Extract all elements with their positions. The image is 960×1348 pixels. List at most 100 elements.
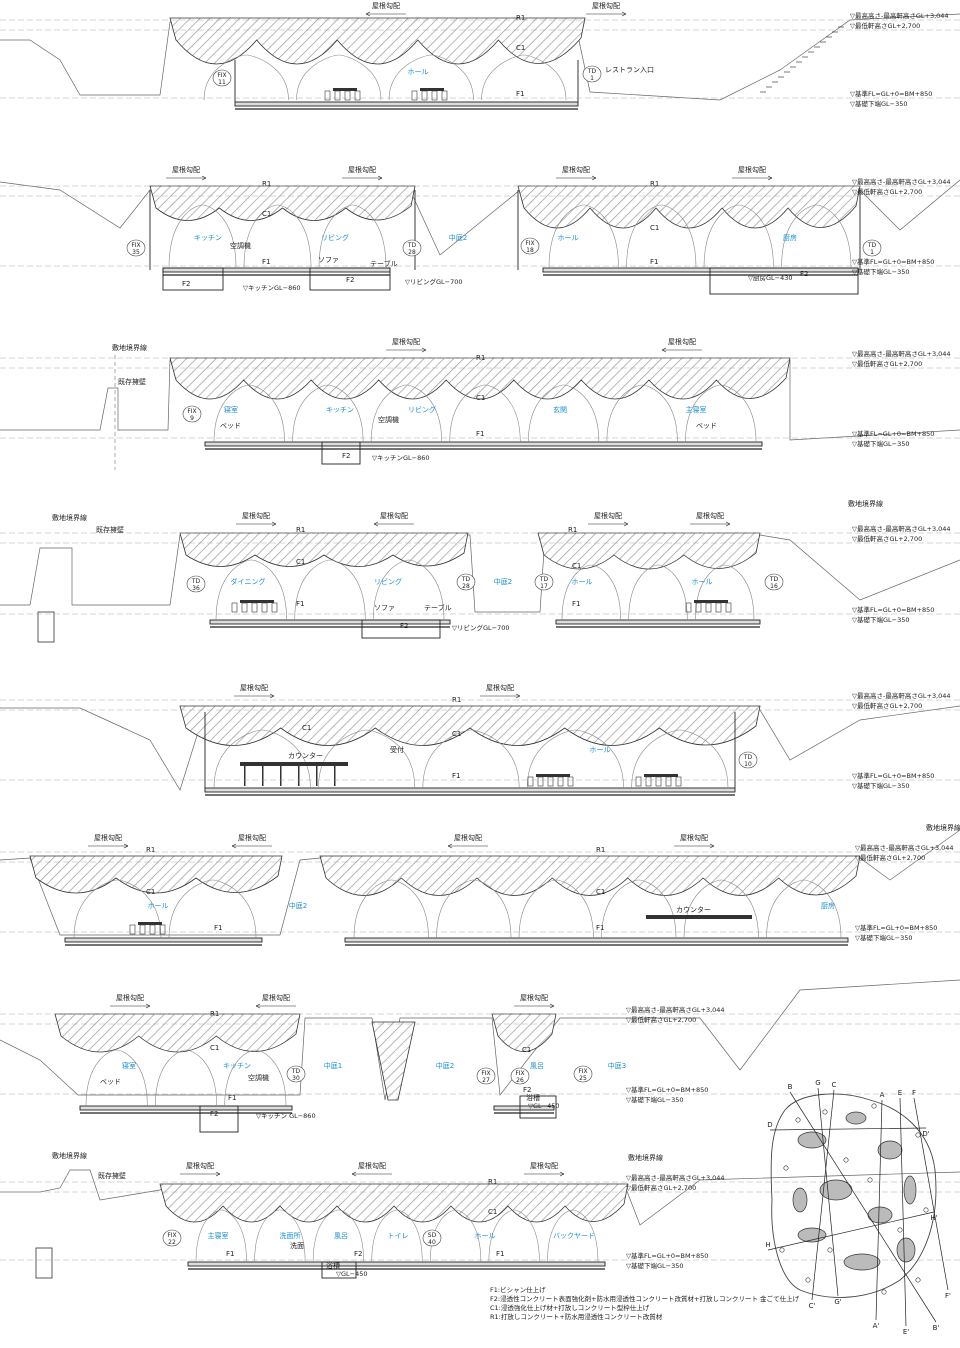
drawing-line	[123, 843, 129, 847]
cave-arch	[526, 729, 624, 789]
roof-slope-label: 屋根勾配	[262, 993, 290, 1002]
material-label: R1	[296, 526, 305, 534]
door-tag	[162, 1229, 182, 1247]
material-label: C1	[488, 1208, 497, 1216]
material-label: ベッド	[696, 422, 717, 430]
cave-arch	[224, 1049, 287, 1107]
cave-arch	[318, 729, 416, 789]
material-label: 空調機	[378, 415, 399, 424]
door-tag	[582, 65, 602, 83]
legend-line: R1:打放しコンクリート+防水用浸透性コンクリート改質材	[490, 1312, 663, 1321]
material-label: ソファ	[374, 604, 395, 612]
door-number: 11	[218, 79, 226, 86]
finish-legend: F1:ビシャン仕上げF2:浸透性コンクリート表面強化剤+防水用浸透性コンクリート…	[490, 1285, 800, 1321]
door-type: SD	[428, 1232, 437, 1239]
chair	[567, 776, 574, 787]
door-type: FIX	[481, 1070, 490, 1077]
floor-slab	[187, 1261, 606, 1267]
cave-arch	[371, 1209, 423, 1263]
material-label: ソファ	[318, 256, 339, 264]
section-cut-label: B'	[933, 1324, 940, 1332]
room-label: 中庭2	[436, 1061, 454, 1070]
material-label: 浴槽	[526, 1093, 540, 1102]
drawing-line	[767, 175, 773, 179]
drawing-line	[591, 177, 597, 181]
cave-arch	[213, 384, 285, 443]
counter-leg	[244, 766, 246, 786]
door-number: 26	[516, 1077, 524, 1084]
room-label: ダイニング	[231, 577, 266, 586]
drawing-line	[365, 13, 371, 17]
cave-arch	[312, 1209, 365, 1263]
room-label: ホール	[148, 902, 169, 910]
level-mark: ▽基準FL=GL+0=BM+850	[855, 923, 937, 932]
chair	[271, 602, 278, 613]
room-label: トイレ	[388, 1232, 409, 1240]
level-mark: ▽最低軒高さGL+2,700	[852, 701, 922, 710]
chair	[324, 90, 331, 101]
cave-arch	[388, 54, 474, 101]
material-label: 敷地境界線	[628, 1153, 663, 1162]
chair	[645, 776, 652, 787]
sunken-floor	[709, 267, 859, 295]
cave-arch	[781, 204, 852, 269]
material-label: C1	[650, 224, 659, 232]
drawing-line	[899, 1097, 907, 1327]
section-cut-label: H	[765, 1241, 770, 1249]
room-label: 中庭2	[449, 233, 467, 242]
sunken-floor	[321, 1261, 357, 1279]
material-label: レストラン入口	[605, 66, 654, 74]
drawing-line	[373, 521, 379, 525]
door-tag	[186, 575, 206, 593]
section-cut-label: B	[788, 1083, 793, 1091]
roof-slope-label: 屋根勾配	[172, 165, 200, 174]
material-label: F1	[262, 258, 270, 266]
cave-arch	[195, 1209, 247, 1263]
door-number: 9	[190, 415, 194, 422]
drawing-line	[201, 175, 207, 179]
door-type: TD	[769, 576, 779, 583]
roof-slope-label: 屋根勾配	[520, 993, 548, 1002]
door-number: 1	[590, 75, 594, 82]
level-mark: ▽基礎下端GL−350	[626, 1261, 684, 1270]
chair	[655, 776, 662, 787]
room-label: リビング	[321, 233, 349, 242]
column-dot	[795, 1117, 801, 1123]
material-label: R1	[146, 846, 155, 854]
chair	[334, 90, 341, 101]
cave-arch	[626, 204, 697, 269]
chair	[685, 602, 692, 613]
material-label: F1	[228, 1094, 236, 1102]
material-label: F1	[496, 1250, 504, 1258]
drawing-line	[421, 349, 427, 353]
floor-slab	[344, 937, 849, 943]
material-label: F1	[214, 924, 222, 932]
drawing-line	[767, 177, 773, 181]
column-dot	[881, 1289, 887, 1295]
door-type: TD	[539, 576, 549, 583]
cave-arch	[631, 729, 729, 789]
room-blob	[845, 1111, 867, 1125]
roof-hatch	[179, 532, 469, 567]
sunken-floor	[162, 267, 224, 291]
section-E: 屋根勾配屋根勾配R1C1C1F1カウンター受付ホールTD10▽最高高さ-最高軒高…	[0, 683, 960, 796]
drawing-line	[377, 177, 383, 181]
door-number: 25	[579, 1075, 587, 1082]
chair	[635, 776, 642, 787]
material-label: R1	[210, 1010, 219, 1018]
roof-slope-label: 屋根勾配	[454, 833, 482, 842]
cave-arch	[601, 879, 677, 939]
cave-arch	[243, 204, 312, 269]
drawing-line	[725, 523, 731, 527]
chair	[715, 602, 722, 613]
door-type: FIX	[167, 1232, 176, 1239]
material-label: C1	[210, 1044, 219, 1052]
door-number: 16	[770, 583, 778, 590]
roof-hatch	[29, 855, 283, 894]
level-mark: ▽最低軒高さGL+2,700	[852, 187, 922, 196]
ground-profile	[0, 534, 960, 613]
material-label: C1	[522, 1046, 531, 1054]
door-tag	[286, 1065, 306, 1083]
door-number: 17	[540, 583, 548, 590]
